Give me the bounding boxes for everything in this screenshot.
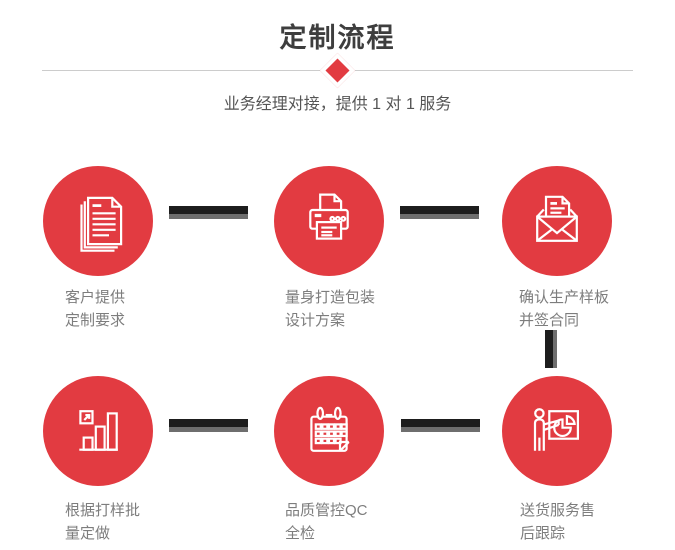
- connector-step1-step2: [169, 206, 248, 219]
- step-circle-4: [43, 376, 153, 486]
- step-label-line: 送货服务售: [520, 502, 596, 519]
- connector-step5-step6: [401, 419, 480, 432]
- step-label-line: 品质管控QC: [285, 502, 368, 519]
- step-circle-2: [274, 166, 384, 276]
- connector-bar: [401, 419, 480, 427]
- step-label-line: 量定做: [65, 525, 111, 542]
- diamond-icon: [319, 52, 356, 89]
- printer-icon: [296, 188, 362, 254]
- documents-icon: [65, 188, 131, 254]
- page-title: 定制流程: [279, 23, 396, 53]
- step-label-5: 品质管控QC 全检: [285, 499, 368, 545]
- connector-shadow: [553, 330, 557, 368]
- step-label-line: 并签合同: [519, 312, 580, 329]
- step-circle-1: [43, 166, 153, 276]
- connector-bar: [169, 419, 248, 427]
- step-circle-5: [274, 376, 384, 486]
- step-label-line: 后跟踪: [520, 525, 566, 542]
- step-label-line: 确认生产样板: [519, 289, 610, 306]
- connector-bar: [400, 206, 479, 214]
- step-circle-6: [502, 376, 612, 486]
- connector-bar: [169, 206, 248, 214]
- connector-shadow: [401, 427, 480, 432]
- subtitle: 业务经理对接，提供 1 对 1 服务: [223, 96, 452, 113]
- step-label-line: 根据打样批: [65, 502, 141, 519]
- step-label-line: 量身打造包装: [285, 289, 376, 306]
- step-label-2: 量身打造包装 设计方案: [285, 286, 375, 332]
- connector-step3-step6: [545, 330, 557, 368]
- calendar-icon: [296, 398, 362, 464]
- step-label-line: 客户提供: [65, 289, 126, 306]
- connector-shadow: [169, 214, 248, 219]
- connector-shadow: [400, 214, 479, 219]
- connector-step4-step5: [169, 419, 248, 432]
- step-label-line: 设计方案: [285, 312, 346, 329]
- step-label-line: 全检: [285, 525, 316, 542]
- envelope-icon: [524, 188, 590, 254]
- step-label-1: 客户提供 定制要求: [65, 286, 125, 332]
- presentation-icon: [524, 398, 590, 464]
- bar-chart-icon: [65, 398, 131, 464]
- step-circle-3: [502, 166, 612, 276]
- connector-bar: [545, 330, 553, 368]
- step-label-4: 根据打样批 量定做: [65, 499, 140, 545]
- step-label-6: 送货服务售 后跟踪: [520, 499, 595, 545]
- connector-step2-step3: [400, 206, 479, 219]
- step-label-3: 确认生产样板 并签合同: [519, 286, 609, 332]
- connector-shadow: [169, 427, 248, 432]
- step-label-line: 定制要求: [65, 312, 126, 329]
